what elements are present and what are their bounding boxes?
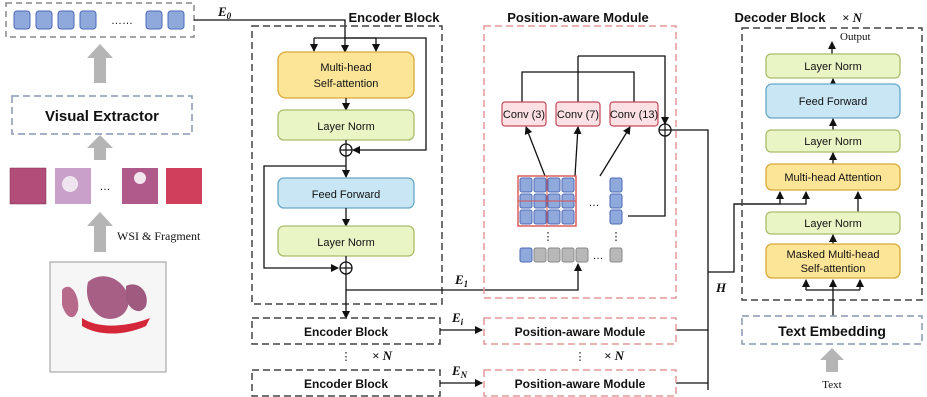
decoder-times-n: × N — [842, 10, 863, 25]
mha-label-1: Multi-head — [320, 62, 371, 74]
en-label: EN — [451, 363, 468, 380]
svg-text:Encoder Block: Encoder Block — [304, 377, 388, 391]
encoder-block-n: Encoder Block — [251, 369, 441, 397]
svg-text:Multi-head Attention: Multi-head Attention — [784, 172, 881, 184]
svg-text:Conv (3): Conv (3) — [503, 109, 545, 121]
encoder-block-i: Encoder Block — [251, 317, 441, 345]
wsi-thumbnail — [49, 261, 167, 373]
pam-i: Position-aware Module — [483, 317, 677, 345]
svg-text:Feed Forward: Feed Forward — [312, 189, 380, 201]
encoder-block-title: Encoder Block — [348, 10, 440, 25]
feed-forward-box: Feed Forward — [277, 177, 415, 209]
visual-token — [13, 10, 31, 30]
svg-text:Position-aware Module: Position-aware Module — [515, 325, 646, 339]
up-arrow-icon — [87, 44, 113, 83]
visual-token — [57, 10, 75, 30]
svg-text:Feed Forward: Feed Forward — [799, 96, 867, 108]
svg-text:…: … — [589, 197, 600, 209]
svg-text:Masked Multi-head: Masked Multi-head — [787, 249, 880, 261]
patch-image — [166, 168, 202, 204]
ei-label: Ei — [451, 310, 464, 327]
svg-text:⋮: ⋮ — [611, 231, 622, 243]
layer-norm-box: Layer Norm — [277, 109, 415, 141]
svg-text:Layer Norm: Layer Norm — [804, 218, 861, 230]
visual-extractor-box: Visual Extractor — [11, 95, 193, 135]
visual-token — [79, 10, 97, 30]
dec-layer-norm-top: Layer Norm — [765, 53, 901, 79]
add-node-icon — [658, 123, 672, 137]
dec-feed-forward: Feed Forward — [765, 83, 901, 119]
conv7-box: Conv (7) — [555, 101, 601, 127]
svg-text:Position-aware Module: Position-aware Module — [515, 377, 646, 391]
up-arrow-icon — [87, 135, 113, 160]
dec-layer-norm-low: Layer Norm — [765, 211, 901, 235]
decoder-block-frame — [741, 27, 923, 301]
decoder-block-title: Decoder Block — [734, 10, 826, 25]
svg-text:⋮: ⋮ — [341, 351, 352, 363]
token-ellipsis: …… — [111, 15, 133, 27]
pam-title: Position-aware Module — [507, 10, 649, 25]
visual-token — [167, 10, 185, 30]
conv13-box: Conv (13) — [609, 101, 659, 127]
patch-images: … — [9, 167, 202, 205]
svg-text:Layer Norm: Layer Norm — [804, 136, 861, 148]
patch-ellipsis: … — [100, 181, 111, 193]
svg-text:⋮: ⋮ — [575, 351, 586, 363]
e0-label: E0 — [217, 4, 232, 21]
dec-masked-mha: Masked Multi-head Self-attention — [765, 243, 901, 279]
patch-image — [10, 168, 46, 204]
output-label: Output — [840, 31, 871, 43]
up-arrow-icon — [820, 348, 844, 372]
svg-text:Layer Norm: Layer Norm — [317, 237, 374, 249]
pam-frame — [483, 25, 677, 299]
visual-token — [145, 10, 163, 30]
text-label: Text — [822, 379, 841, 391]
svg-text:Self-attention: Self-attention — [801, 263, 866, 275]
svg-text:…: … — [593, 250, 604, 262]
h-label: H — [715, 280, 727, 295]
svg-text:Layer Norm: Layer Norm — [317, 121, 374, 133]
svg-text:Layer Norm: Layer Norm — [804, 61, 861, 73]
svg-text:Text Embedding: Text Embedding — [778, 323, 886, 339]
pam-times-n: × N — [604, 348, 625, 363]
svg-text:Conv (13): Conv (13) — [610, 109, 658, 121]
token-grid: … ⋮ ⋮ … — [517, 175, 623, 263]
svg-text:⋮: ⋮ — [543, 231, 554, 243]
layer-norm-box: Layer Norm — [277, 225, 415, 257]
add-node-icon — [339, 261, 353, 275]
up-arrow-icon — [87, 212, 113, 252]
svg-text:Conv (7): Conv (7) — [557, 109, 599, 121]
dec-mha: Multi-head Attention — [765, 163, 901, 191]
visual-token-sequence: …… — [5, 2, 195, 38]
mha-label-2: Self-attention — [314, 78, 379, 90]
e1-label: E1 — [454, 272, 468, 289]
encoder-block-frame — [251, 25, 443, 305]
add-node-icon — [339, 143, 353, 157]
conv3-box: Conv (3) — [501, 101, 547, 127]
mha-box: Multi-head Self-attention — [277, 51, 415, 99]
text-embedding-box: Text Embedding — [741, 315, 923, 345]
visual-extractor-label: Visual Extractor — [45, 108, 159, 125]
visual-token — [35, 10, 53, 30]
encoder-times-n: × N — [372, 348, 393, 363]
svg-text:Encoder Block: Encoder Block — [304, 325, 388, 339]
pam-n: Position-aware Module — [483, 369, 677, 397]
dec-layer-norm-mid: Layer Norm — [765, 129, 901, 153]
wsi-fragment-label: WSI & Fragment — [117, 229, 201, 243]
